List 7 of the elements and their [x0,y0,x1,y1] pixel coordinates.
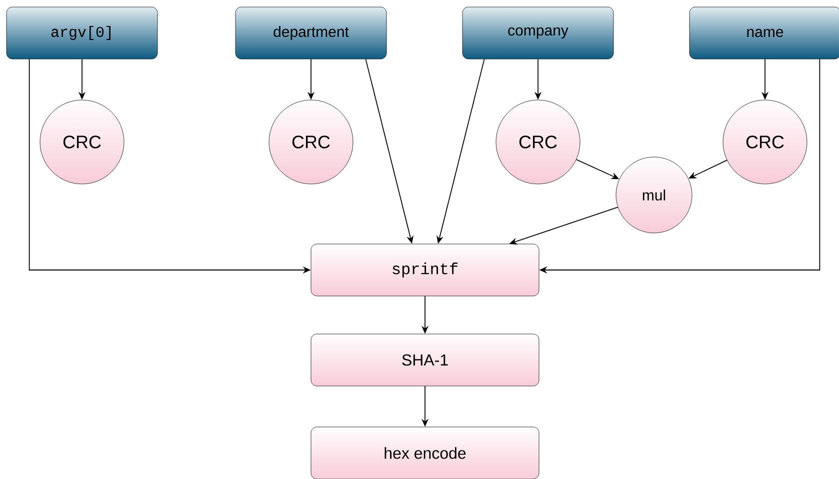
input-box: name [689,6,839,60]
process-box: sprintf [310,244,540,296]
input-box: argv[0] [6,6,158,60]
process-box: hex encode [310,426,540,479]
input-box: company [462,6,614,60]
input-box: department [235,6,387,60]
process-box: SHA-1 [310,334,540,386]
